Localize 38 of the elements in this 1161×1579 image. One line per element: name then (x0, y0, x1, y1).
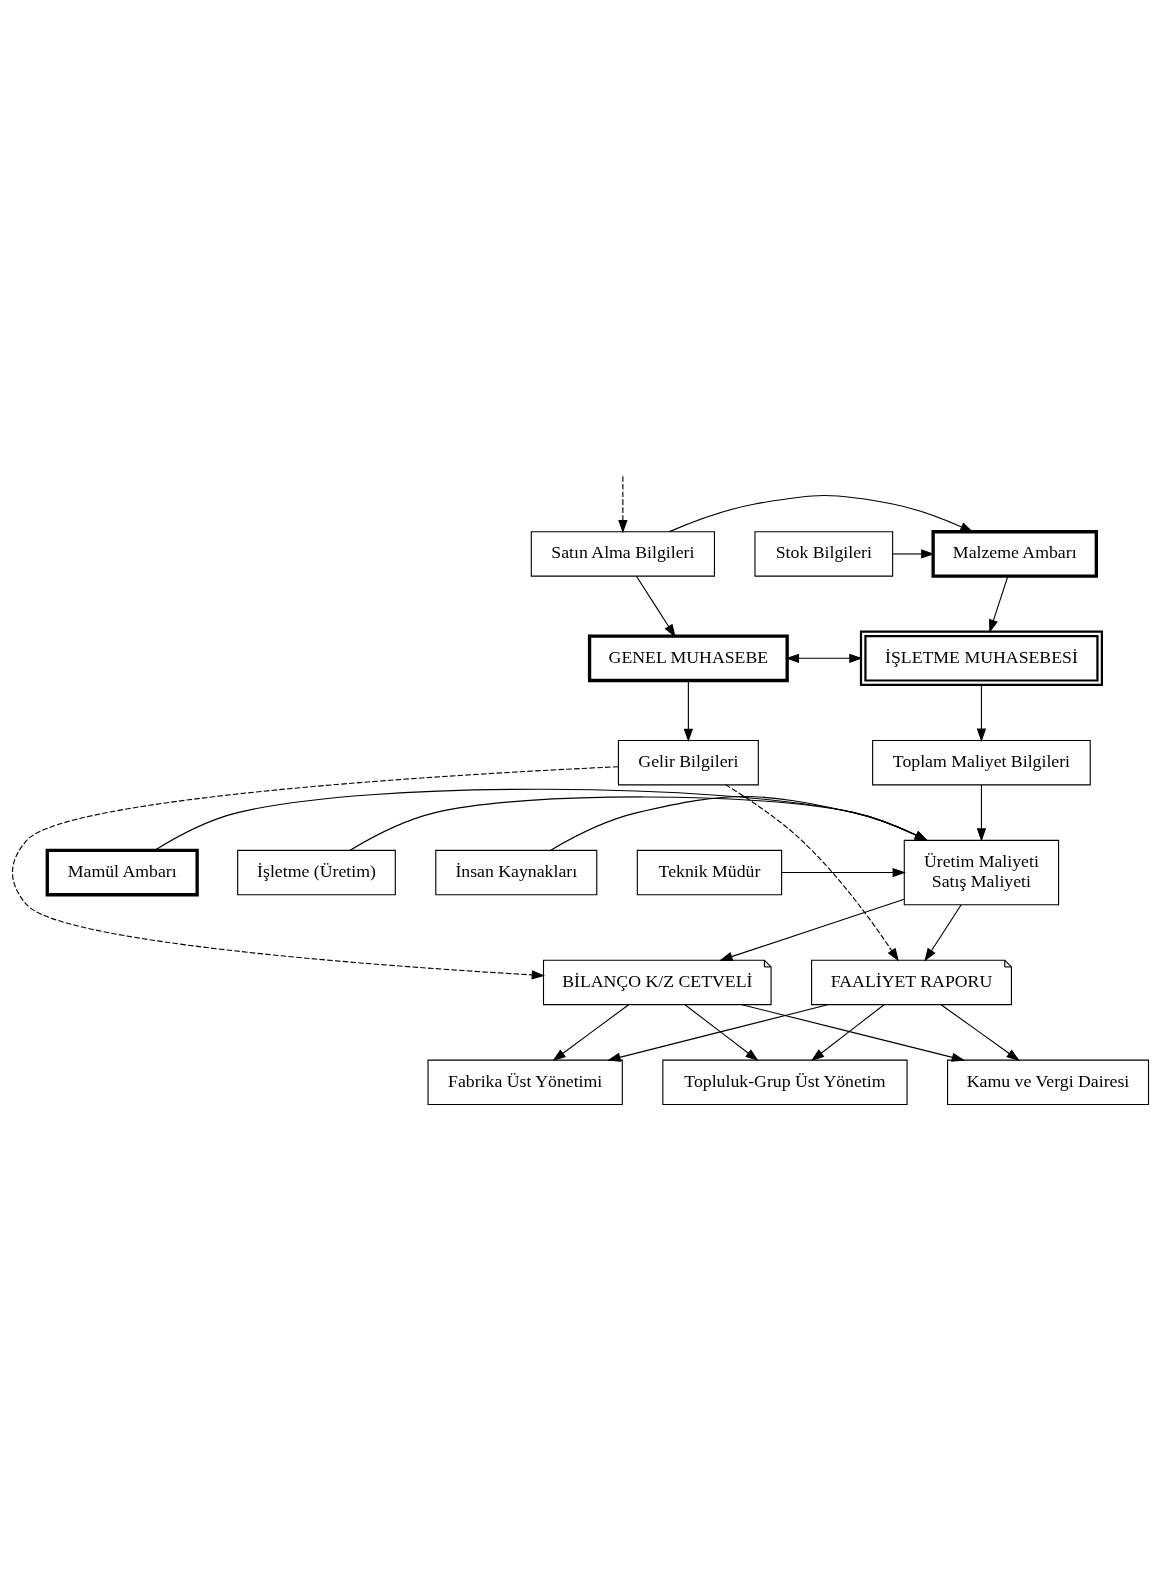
node-box: Topluluk-Grup Üst Yönetim (662, 1059, 908, 1105)
arrow (924, 903, 962, 962)
arrow (618, 475, 628, 533)
arrow (811, 1003, 885, 1061)
arrow (11, 765, 619, 980)
node-box: Satın Alma Bilgileri (530, 530, 715, 577)
node-box: Kamu ve Vergi Dairesi (947, 1059, 1150, 1105)
arrow (989, 575, 1009, 633)
arrow (684, 1003, 759, 1061)
node-box: Malzeme Ambarı (931, 529, 1098, 578)
arrow (976, 783, 987, 842)
arrow (976, 684, 987, 742)
node-box: GENEL MUHASEBE (587, 633, 789, 682)
arrow (719, 898, 905, 961)
arrow (154, 788, 928, 851)
arrow (349, 795, 928, 851)
arrow (725, 783, 899, 961)
arrow (785, 653, 863, 663)
arrow (741, 1003, 966, 1062)
node-box: Toplam Maliyet Bilgileri (872, 739, 1091, 785)
arrow (683, 679, 694, 742)
arrow (550, 795, 928, 851)
arrow (940, 1003, 1020, 1061)
arrow (892, 548, 935, 559)
arrow (552, 1003, 630, 1061)
node-box: İşletme (Üretim) (237, 849, 396, 895)
node-box: Gelir Bilgileri (617, 739, 759, 785)
node-box: İnsan Kaynakları (435, 849, 598, 895)
arrow (635, 575, 676, 637)
node-box: Fabrika Üst Yönetimi (427, 1059, 623, 1105)
node-box: İŞLETME MUHASEBESİ (859, 630, 1103, 686)
node-box: Üretim Maliyeti Satış Maliyeti (903, 839, 1060, 905)
arrow (668, 494, 974, 532)
node-box: Teknik Müdür (636, 849, 783, 895)
node-box: Mamül Ambarı (45, 848, 199, 896)
arrow (607, 1003, 829, 1062)
node-box: Stok Bilgileri (754, 530, 894, 577)
arrow (781, 867, 906, 877)
